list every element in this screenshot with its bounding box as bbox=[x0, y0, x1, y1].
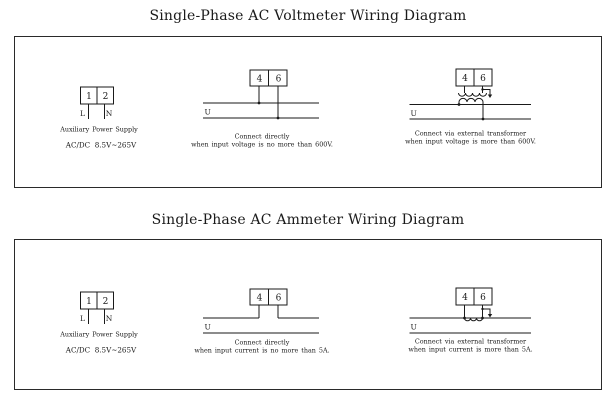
ground-arrow-icon bbox=[487, 314, 493, 318]
power-rating: AC/DC 8.5V~265V bbox=[65, 346, 137, 355]
bus-label: U bbox=[205, 323, 211, 332]
line-label: L bbox=[80, 314, 85, 323]
caption-line2: when input current is more than 5A. bbox=[408, 346, 532, 354]
voltmeter-title: Single-Phase AC Voltmeter Wiring Diagram bbox=[149, 8, 467, 24]
transformer-connection: 4 6 U Connect via external transformer w… bbox=[405, 68, 536, 146]
ammeter-diagram: 1 2 L N Auxiliary Power Supply AC/DC 8.5… bbox=[59, 287, 533, 355]
terminal-1-label: 1 bbox=[86, 297, 92, 307]
ground-lead bbox=[482, 89, 491, 95]
ammeter-title: Single-Phase AC Ammeter Wiring Diagram bbox=[151, 212, 465, 228]
bus-label: U bbox=[411, 323, 417, 332]
bus-label: U bbox=[205, 108, 211, 117]
ammeter-frame: 1 2 L N Auxiliary Power Supply AC/DC 8.5… bbox=[14, 239, 602, 390]
terminal-6-label: 6 bbox=[276, 75, 282, 85]
terminal-2-label: 2 bbox=[103, 92, 109, 102]
bus-label: U bbox=[411, 109, 417, 118]
neutral-label: N bbox=[106, 314, 113, 323]
caption-line2: when input current is no more than 5A. bbox=[194, 347, 329, 355]
terminal-4-label: 4 bbox=[257, 75, 263, 85]
terminal-1-label: 1 bbox=[86, 92, 92, 102]
voltmeter-frame: 1 2 L N Auxiliary Power Supply AC/DC 8.5… bbox=[14, 36, 602, 188]
power-caption: Auxiliary Power Supply bbox=[59, 126, 138, 134]
junction-dot bbox=[481, 316, 484, 320]
terminal-4-label: 4 bbox=[462, 74, 468, 84]
ct-winding bbox=[464, 317, 483, 322]
junction-dot bbox=[276, 116, 280, 120]
transformer-connection: 4 6 U Connect via external transformer w… bbox=[408, 287, 533, 354]
power-caption: Auxiliary Power Supply bbox=[59, 331, 138, 339]
direct-connection: 4 6 U Connect directly when input curren… bbox=[194, 288, 330, 355]
aux-power-supply: 1 2 L N Auxiliary Power Supply AC/DC 8.5… bbox=[59, 291, 138, 355]
terminal-4-label: 4 bbox=[462, 293, 468, 303]
terminal-6-label: 6 bbox=[480, 74, 486, 84]
neutral-label: N bbox=[106, 109, 113, 118]
aux-power-supply: 1 2 L N Auxiliary Power Supply AC/DC 8.5… bbox=[59, 86, 138, 150]
terminal-4-label: 4 bbox=[257, 294, 263, 304]
junction-dot bbox=[463, 316, 466, 320]
caption-line2: when input voltage is more than 600V. bbox=[405, 138, 536, 146]
power-rating: AC/DC 8.5V~265V bbox=[65, 141, 137, 150]
ground-arrow-icon bbox=[487, 94, 493, 98]
line-label: L bbox=[80, 109, 85, 118]
secondary-winding bbox=[458, 97, 484, 103]
caption-line1: Connect directly bbox=[235, 339, 290, 347]
terminal-2-label: 2 bbox=[103, 297, 109, 307]
ground-lead bbox=[482, 308, 491, 314]
caption-line2: when input voltage is no more than 600V. bbox=[191, 141, 333, 149]
caption-line1: Connect via external transformer bbox=[415, 130, 527, 138]
caption-line1: Connect directly bbox=[235, 133, 290, 141]
primary-winding bbox=[458, 92, 487, 97]
direct-connection: 4 6 U Connect directly when input voltag… bbox=[191, 69, 333, 149]
terminal-6-label: 6 bbox=[276, 294, 282, 304]
junction-dot bbox=[257, 101, 261, 105]
voltmeter-diagram: 1 2 L N Auxiliary Power Supply AC/DC 8.5… bbox=[59, 68, 536, 150]
caption-line1: Connect via external transformer bbox=[415, 338, 527, 346]
terminal-6-label: 6 bbox=[480, 293, 486, 303]
